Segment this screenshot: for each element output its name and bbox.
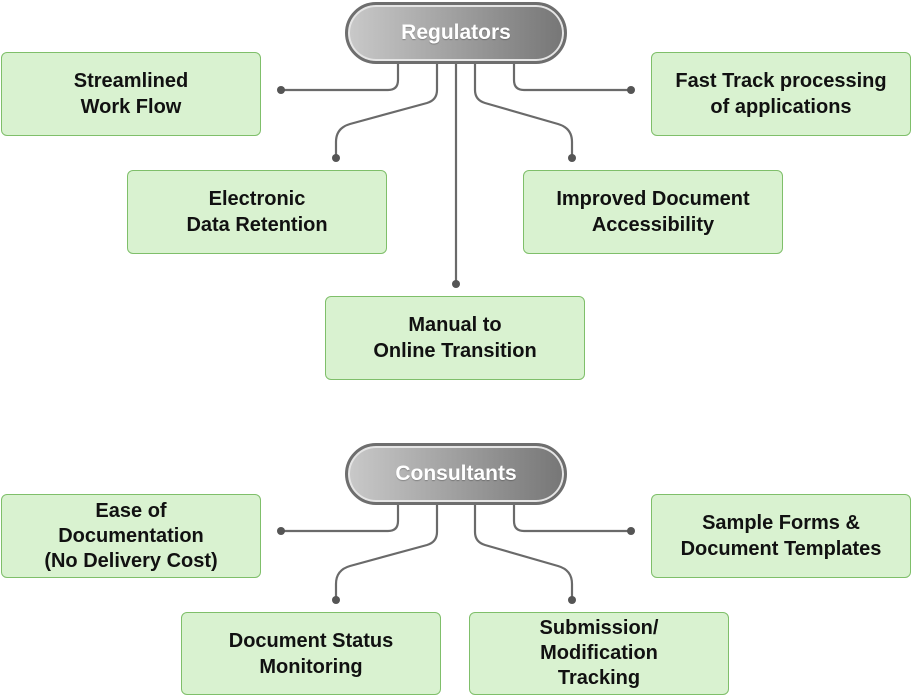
consultants-connectors [277, 505, 635, 604]
node-fast-track-processing: Fast Track processing of applications [651, 52, 911, 136]
node-manual-to-online-transition: Manual to Online Transition [325, 296, 585, 380]
connector-dot [627, 527, 635, 535]
connector-dot [277, 86, 285, 94]
regulators-hub: Regulators [345, 2, 567, 64]
node-label: Document Status Monitoring [228, 629, 394, 678]
connector-dot [568, 596, 576, 604]
connector-sample-forms-templates [512, 505, 631, 533]
connector-electronic-data-retention [334, 64, 439, 158]
node-sample-forms-templates: Sample Forms & Document Templates [651, 494, 911, 578]
node-label: Submission/ Modification Tracking [539, 617, 659, 689]
connector-improved-document-accessibility [473, 64, 574, 158]
connector-dot [568, 154, 576, 162]
node-label: Sample Forms & Document Templates [680, 512, 882, 560]
consultants-hub-label: Consultants [395, 462, 517, 485]
consultants-hub: Consultants [345, 443, 567, 505]
node-document-status-monitoring: Document Status Monitoring [181, 612, 441, 695]
node-improved-document-accessibility: Improved Document Accessibility [523, 170, 783, 254]
connector-dot [332, 596, 340, 604]
connector-dot [332, 154, 340, 162]
connector-fast-track-processing [512, 64, 631, 92]
node-label: Streamlined Work Flow [73, 70, 189, 118]
connector-ease-of-documentation [281, 505, 400, 533]
connector-submission-modification-tracking [473, 505, 574, 600]
node-streamlined-work-flow: Streamlined Work Flow [1, 52, 261, 136]
node-label: Ease of Documentation (No Delivery Cost) [44, 499, 218, 572]
node-label: Fast Track processing of applications [675, 70, 887, 118]
connector-dot [452, 280, 460, 288]
connector-document-status-monitoring [334, 505, 439, 600]
connector-dot [277, 527, 285, 535]
connector-dot [627, 86, 635, 94]
connector-streamlined-work-flow [281, 64, 400, 92]
node-ease-of-documentation: Ease of Documentation (No Delivery Cost) [1, 494, 261, 578]
node-submission-modification-tracking: Submission/ Modification Tracking [469, 612, 729, 695]
node-label: Manual to Online Transition [373, 314, 537, 362]
regulators-hub-label: Regulators [401, 21, 511, 44]
node-label: Improved Document Accessibility [556, 188, 750, 236]
regulators-connectors [277, 64, 635, 288]
node-label: Electronic Data Retention [186, 188, 328, 236]
node-electronic-data-retention: Electronic Data Retention [127, 170, 387, 254]
